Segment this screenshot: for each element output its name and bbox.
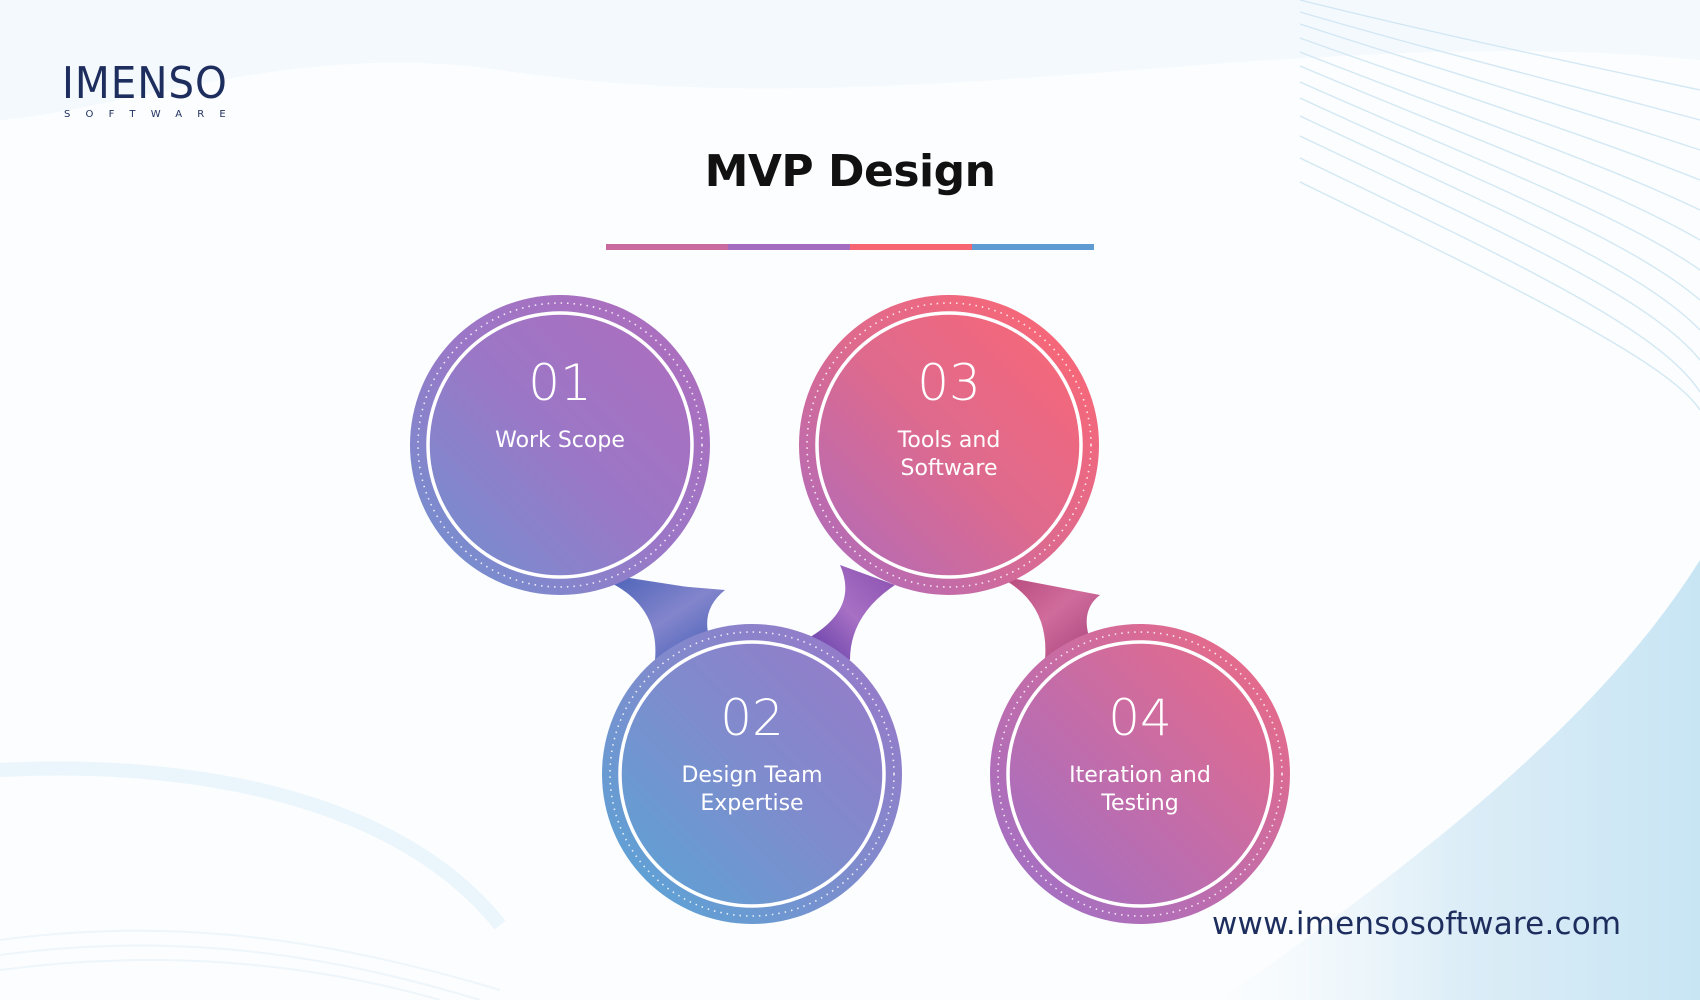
step-circle-02 — [602, 624, 902, 924]
divider-segment-blue — [972, 244, 1094, 250]
step-label-line: Tools and — [897, 428, 1001, 453]
step-label: Iteration and Testing — [1010, 762, 1270, 818]
step-02: 02 Design Team Expertise — [622, 690, 882, 818]
step-label-line: Design Team — [681, 763, 823, 788]
step-circle-03 — [799, 295, 1099, 595]
step-label-line: Software — [900, 456, 998, 481]
step-label-line: Testing — [1101, 791, 1179, 816]
step-label: Work Scope — [430, 427, 690, 455]
step-03: 03 Tools and Software — [819, 355, 1079, 483]
divider-segment-coral — [850, 244, 972, 250]
website-link[interactable]: www.imensosoftware.com — [1212, 906, 1622, 942]
step-number: 03 — [917, 354, 981, 412]
step-04: 04 Iteration and Testing — [1010, 690, 1270, 818]
imenso-logo[interactable]: IMENSO SOFTWARE — [62, 58, 242, 121]
step-circle-04 — [990, 624, 1290, 924]
page-title: MVP Design — [704, 146, 996, 197]
step-label: Design Team Expertise — [622, 762, 882, 818]
step-circle-01 — [410, 295, 710, 595]
step-label-line: Iteration and — [1069, 763, 1211, 788]
logo-tagline: SOFTWARE — [64, 109, 241, 120]
divider-segment-purple — [728, 244, 850, 250]
title-divider — [606, 244, 1094, 250]
connector-03-04-shape — [995, 575, 1100, 660]
step-01: 01 Work Scope — [430, 355, 690, 455]
step-label-line: Work Scope — [495, 428, 625, 453]
step-number: 02 — [720, 689, 784, 747]
step-label: Tools and Software — [819, 427, 1079, 483]
step-number: 04 — [1108, 689, 1172, 747]
logo-wordmark: IMENSO — [62, 58, 228, 109]
divider-segment-pink — [606, 244, 728, 250]
step-label-line: Expertise — [700, 791, 804, 816]
step-number: 01 — [528, 354, 592, 412]
connector-02-03-shape — [805, 565, 895, 660]
